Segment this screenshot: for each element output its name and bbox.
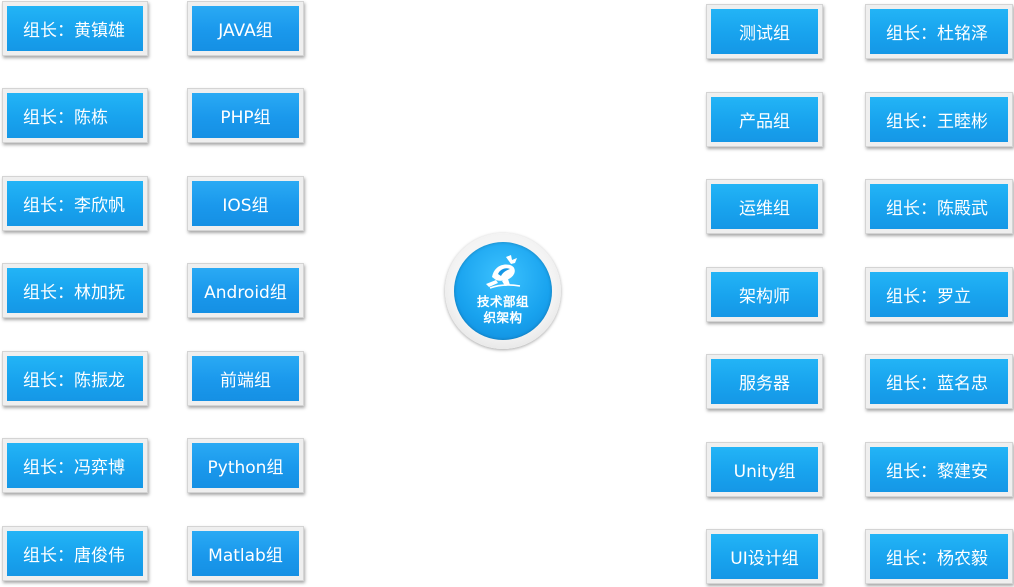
leader-label: 组长：杜铭泽 [870,9,1008,54]
leader-label: 组长：冯弈博 [7,443,143,488]
right-team-tile-4: 架构师 [706,267,823,322]
left-leader-tile-1: 组长：黄镇雄 [2,1,148,56]
team-label: Android组 [192,268,299,313]
right-leader-tile-5: 组长：蓝名忠 [865,354,1013,409]
team-label: 运维组 [711,184,818,229]
team-label: 架构师 [711,272,818,317]
team-label: 前端组 [192,356,299,401]
left-team-tile-3: IOS组 [187,176,304,231]
team-label: 产品组 [711,97,818,142]
team-label: PHP组 [192,93,299,138]
team-label: Matlab组 [192,531,299,576]
team-label: 测试组 [711,9,818,54]
right-leader-tile-7: 组长：杨农毅 [865,529,1013,584]
leader-label: 组长：唐俊伟 [7,531,143,576]
right-leader-tile-6: 组长：黎建安 [865,442,1013,497]
right-leader-tile-3: 组长：陈殿武 [865,179,1013,234]
team-label: IOS组 [192,181,299,226]
leader-label: 组长：王睦彬 [870,97,1008,142]
right-team-tile-5: 服务器 [706,354,823,409]
left-leader-tile-6: 组长：冯弈博 [2,438,148,493]
right-team-tile-3: 运维组 [706,179,823,234]
left-leader-tile-2: 组长：陈栋 [2,88,148,143]
leader-label: 组长：黄镇雄 [7,6,143,51]
left-team-tile-2: PHP组 [187,88,304,143]
emblem-title-line-1: 技术部组 [476,294,529,309]
team-label: JAVA组 [192,6,299,51]
team-label: Python组 [192,443,299,488]
right-team-tile-2: 产品组 [706,92,823,147]
left-leader-tile-3: 组长：李欣帆 [2,176,148,231]
left-team-tile-7: Matlab组 [187,526,304,581]
emblem-disc: 技术部组 织架构 [454,242,552,340]
right-leader-tile-2: 组长：王睦彬 [865,92,1013,147]
right-leader-tile-4: 组长：罗立 [865,267,1013,322]
leader-label: 组长：陈殿武 [870,184,1008,229]
left-leader-tile-5: 组长：陈振龙 [2,351,148,406]
center-emblem: 技术部组 织架构 [445,233,561,349]
leader-label: 组长：李欣帆 [7,181,143,226]
left-team-tile-4: Android组 [187,263,304,318]
team-label: Unity组 [711,447,818,492]
left-leader-tile-7: 组长：唐俊伟 [2,526,148,581]
left-team-tile-1: JAVA组 [187,1,304,56]
leader-label: 组长：黎建安 [870,447,1008,492]
leader-label: 组长：陈栋 [7,93,143,138]
right-team-tile-1: 测试组 [706,4,823,59]
emblem-title-line-2: 织架构 [483,310,523,325]
leader-label: 组长：林加抚 [7,268,143,313]
right-team-tile-6: Unity组 [706,442,823,497]
left-team-tile-6: Python组 [187,438,304,493]
running-figure-icon [486,255,521,289]
team-label: 服务器 [711,359,818,404]
emblem-title: 技术部组 织架构 [454,294,552,326]
left-team-tile-5: 前端组 [187,351,304,406]
leader-label: 组长：杨农毅 [870,534,1008,579]
right-team-tile-7: UI设计组 [706,529,823,584]
leader-label: 组长：陈振龙 [7,356,143,401]
leader-label: 组长：蓝名忠 [870,359,1008,404]
team-label: UI设计组 [711,534,818,579]
leader-label: 组长：罗立 [870,272,1008,317]
left-leader-tile-4: 组长：林加抚 [2,263,148,318]
right-leader-tile-1: 组长：杜铭泽 [865,4,1013,59]
